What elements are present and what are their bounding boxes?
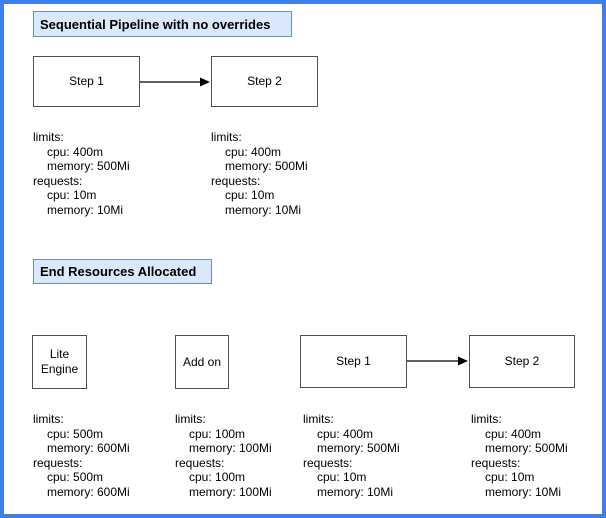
- res-line: cpu: 400m: [225, 144, 282, 159]
- res-line: memory: 10Mi: [317, 484, 394, 499]
- node-step1-bottom: Step 1: [300, 335, 407, 388]
- section1-title-box: Sequential Pipeline with no overrides: [33, 11, 292, 37]
- res-line: cpu: 500m: [47, 470, 104, 484]
- res-line: requests:: [471, 455, 521, 470]
- res-line: memory: 500Mi: [225, 159, 308, 173]
- res-line: cpu: 400m: [485, 426, 542, 441]
- res-line: limits:: [175, 412, 206, 426]
- res-line: limits:: [471, 412, 502, 426]
- resources-step1-top: limits: cpu: 400m memory: 500Mi requests…: [33, 130, 130, 217]
- node-step1-bottom-label: Step 1: [336, 354, 371, 368]
- res-line: cpu: 100m: [189, 470, 246, 484]
- section2-title: End Resources Allocated: [40, 264, 197, 279]
- res-line: memory: 100Mi: [189, 484, 272, 499]
- res-line: memory: 600Mi: [47, 484, 130, 499]
- arrow-step1-to-step2-top: [140, 77, 210, 87]
- res-line: requests:: [211, 173, 261, 188]
- node-step1-top-label: Step 1: [69, 74, 104, 88]
- section2-title-box: End Resources Allocated: [33, 259, 212, 284]
- res-line: memory: 500Mi: [47, 159, 130, 173]
- resources-add-on: limits: cpu: 100m memory: 100Mi requests…: [175, 412, 272, 499]
- res-line: memory: 600Mi: [47, 441, 130, 455]
- res-line: cpu: 10m: [225, 188, 275, 202]
- res-line: cpu: 400m: [47, 144, 104, 159]
- node-add-on-label: Add on: [182, 354, 222, 369]
- res-line: limits:: [303, 412, 334, 426]
- section1-title: Sequential Pipeline with no overrides: [40, 16, 271, 32]
- res-line: cpu: 100m: [189, 426, 246, 441]
- res-line: memory: 10Mi: [225, 202, 302, 217]
- node-step2-bottom-label: Step 2: [504, 354, 540, 368]
- node-lite-engine-label: Lite Engine: [40, 347, 79, 376]
- res-line: limits:: [33, 130, 64, 144]
- node-add-on: Add on: [175, 335, 229, 389]
- resources-step2-top: limits: cpu: 400m memory: 500Mi requests…: [211, 130, 308, 217]
- res-line: requests:: [303, 455, 353, 470]
- res-line: memory: 10Mi: [485, 484, 562, 499]
- res-line: memory: 100Mi: [189, 441, 272, 455]
- res-line: memory: 500Mi: [317, 441, 400, 455]
- node-step2-top-label: Step 2: [247, 74, 282, 88]
- res-line: requests:: [175, 455, 225, 470]
- node-step1-top: Step 1: [33, 56, 140, 107]
- res-line: cpu: 10m: [485, 470, 535, 484]
- res-line: cpu: 10m: [317, 470, 367, 484]
- node-lite-engine: Lite Engine: [32, 335, 87, 389]
- res-line: memory: 500Mi: [485, 441, 568, 455]
- res-line: memory: 10Mi: [47, 202, 124, 217]
- res-line: limits:: [211, 130, 242, 144]
- res-line: limits:: [33, 412, 64, 426]
- arrow-step1-to-step2-bottom: [407, 356, 468, 366]
- resources-step2-bottom: limits: cpu: 400m memory: 500Mi requests…: [471, 412, 568, 499]
- res-line: cpu: 500m: [47, 426, 104, 441]
- res-line: cpu: 10m: [47, 188, 97, 202]
- node-step2-bottom: Step 2: [469, 335, 575, 388]
- node-step2-top: Step 2: [211, 56, 318, 107]
- resources-lite-engine: limits: cpu: 500m memory: 600Mi requests…: [33, 412, 130, 499]
- res-line: cpu: 400m: [317, 426, 374, 441]
- res-line: requests:: [33, 173, 83, 188]
- res-line: requests:: [33, 455, 83, 470]
- resources-step1-bottom: limits: cpu: 400m memory: 500Mi requests…: [303, 412, 400, 499]
